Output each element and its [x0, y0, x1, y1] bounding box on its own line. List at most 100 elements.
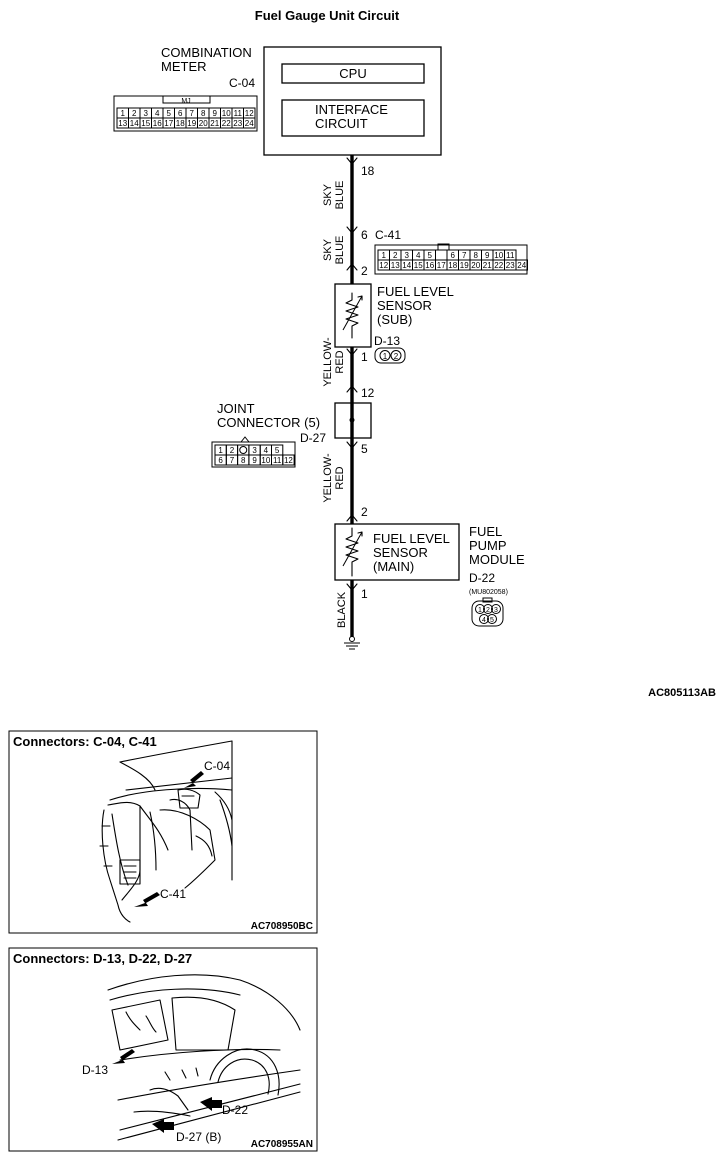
arrow-d13-icon [112, 1049, 135, 1064]
connector-pin-label: 24 [517, 261, 526, 270]
connector-pin-label: 11 [506, 251, 515, 260]
pump-label-line3: MODULE [469, 552, 525, 567]
d27-key [240, 436, 250, 443]
connector-pin-label: 6 [451, 251, 456, 260]
connector-pin-label: 13 [118, 119, 127, 128]
combination-meter: COMBINATION METER C-04 CPU INTERFACE CIR… [113, 45, 442, 156]
pin-1-main-label: 1 [361, 587, 368, 601]
wire-color-line2: RED [334, 350, 346, 373]
connector-pin-cell [243, 117, 256, 129]
connector-pin-label: 10 [261, 456, 270, 465]
connector-pin-cell [515, 259, 528, 271]
connector-pin-label: 8 [474, 251, 479, 260]
wire-color-line2: RED [334, 466, 346, 489]
d22-connector-id: D-22 [469, 571, 495, 585]
pump-label-line1: FUEL [469, 524, 502, 539]
connector-pin-label: 20 [199, 119, 208, 128]
connector-pin-label: 21 [483, 261, 492, 270]
main-sensor-box [334, 523, 460, 581]
connector-pin-label: 5 [428, 251, 433, 260]
connector-location-panel-1: Connectors: C-04, C-41 C-04 C-41 [8, 730, 318, 934]
connector-pin-label: 22 [222, 119, 231, 128]
d22-pin-1: 1 [478, 607, 482, 614]
d22-pin-2: 2 [486, 607, 490, 614]
joint-label-line2: CONNECTOR (5) [217, 415, 320, 430]
connector-pin-label: 19 [187, 119, 196, 128]
arrow-pin1-sub [346, 348, 358, 356]
connector-pin-label: 17 [164, 119, 173, 128]
connector-pin-label: 3 [144, 109, 149, 118]
connector-pin-label: 12 [379, 261, 388, 270]
pin-12-label: 12 [361, 386, 375, 400]
connector-pin-label: 9 [252, 456, 257, 465]
pin-18-label: 18 [361, 164, 375, 178]
connector-pin-label: 5 [275, 446, 280, 455]
arrow-c41-icon [134, 892, 160, 907]
connector-pin-cell [282, 454, 295, 466]
diagram-title: Fuel Gauge Unit Circuit [255, 8, 400, 23]
connector-pin-label: 8 [241, 456, 246, 465]
connector-pin-label: 6 [178, 109, 183, 118]
main-sensor-label-line3: (MAIN) [373, 559, 414, 574]
rear-body-illustration [107, 974, 301, 1141]
wire-color-sky-blue-1: SKY BLUE [322, 181, 346, 210]
d13-connector-id: D-13 [374, 334, 400, 348]
connector-pin-label: 3 [252, 446, 257, 455]
c04-outline [113, 95, 258, 132]
arrow-pin5 [346, 441, 358, 449]
connector-pin-label: 16 [153, 119, 162, 128]
d22-pin-4: 4 [482, 617, 486, 624]
dashboard-illustration [99, 740, 233, 923]
panel-1-callout-c41: C-41 [160, 887, 186, 901]
connector-pin-label: 4 [416, 251, 421, 260]
connector-pin-label: 9 [485, 251, 490, 260]
connector-pin-label: 19 [460, 261, 469, 270]
c04-key-label: MJ [181, 98, 190, 105]
panel-2-figure-id: AC708955AN [251, 1139, 313, 1150]
connector-pin-label: 2 [230, 446, 235, 455]
wire-color-black: BLACK [336, 591, 348, 628]
meter-label-line1: COMBINATION [161, 45, 252, 60]
connector-pin-label: 20 [471, 261, 480, 270]
connector-pin-label: 5 [167, 109, 172, 118]
fuel-level-sensor-sub: FUEL LEVEL SENSOR (SUB) D-13 1 2 [334, 283, 454, 364]
arrow-pin18 [346, 157, 358, 165]
cpu-label: CPU [339, 66, 366, 81]
connector-pin-label: 1 [218, 446, 223, 455]
pin-2-sub-label: 2 [361, 264, 368, 278]
connector-pin-label: 21 [210, 119, 219, 128]
connector-pin-label: 16 [425, 261, 434, 270]
connector-pin-label: 10 [494, 251, 503, 260]
figure-id: AC805113AB [648, 687, 716, 699]
panel-2-callout-d13: D-13 [82, 1063, 108, 1077]
pin-2-main-label: 2 [361, 505, 368, 519]
arrow-pin1-main [346, 583, 358, 591]
interface-label-line1: INTERFACE [315, 102, 388, 117]
d22-part-number: (MU802058) [469, 589, 508, 596]
c41-connector-id: C-41 [375, 228, 401, 242]
connector-pin-label: 9 [213, 109, 218, 118]
connector-pin-label: 14 [130, 119, 139, 128]
d13-pin-1: 1 [383, 352, 388, 361]
meter-connector-id: C-04 [229, 76, 255, 90]
d13-connector-face: 1 2 [374, 347, 406, 364]
fuel-level-sensor-main: FUEL LEVEL SENSOR (MAIN) FUEL PUMP MODUL… [334, 523, 525, 627]
d13-pin-2: 2 [394, 352, 399, 361]
junction-dot-icon [349, 417, 355, 423]
arrow-pin6 [346, 226, 358, 234]
pump-label-line2: PUMP [469, 538, 507, 553]
pin-1-sub-label: 1 [361, 350, 368, 364]
connector-pin-label: 11 [273, 456, 282, 465]
ground-icon [344, 636, 360, 650]
panel-1-frame [8, 730, 318, 934]
joint-label-line1: JOINT [217, 401, 255, 416]
connector-pin-label: 2 [393, 251, 398, 260]
panel-1-title: Connectors: C-04, C-41 [13, 734, 157, 749]
arrow-d22-icon [200, 1097, 222, 1111]
wire-color-sky-blue-2: SKY BLUE [322, 236, 346, 265]
wire-color-yellow-red-1: YELLOW- RED [322, 337, 346, 387]
panel-2-callout-d22: D-22 [222, 1103, 248, 1117]
